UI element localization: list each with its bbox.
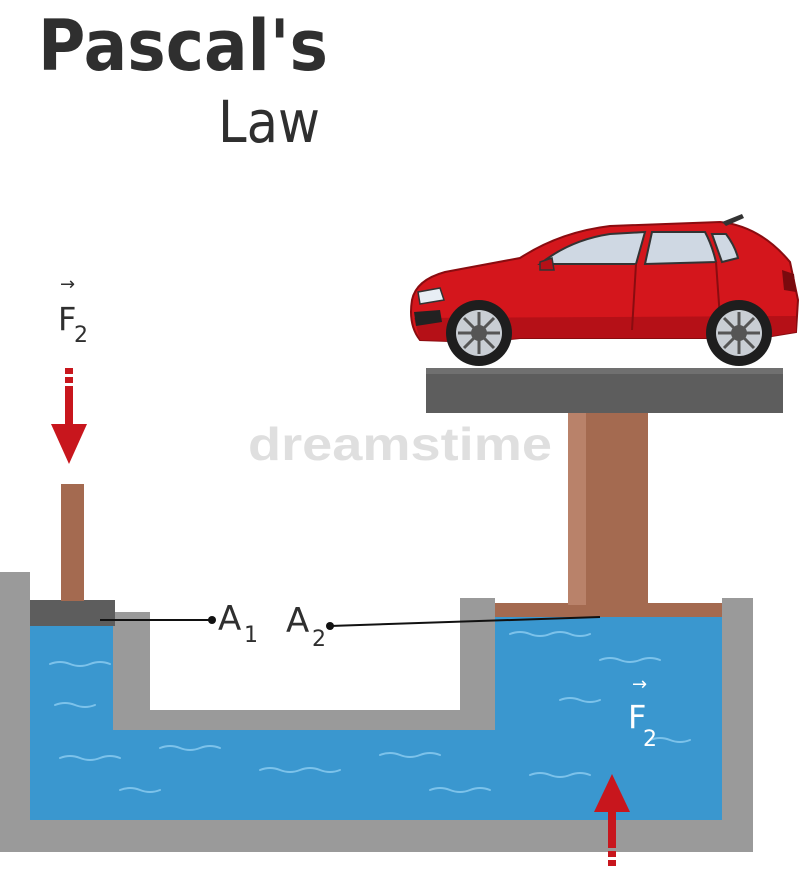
- force-label-small-arrow: →: [60, 274, 75, 295]
- red-hatchback-car-icon: [410, 214, 800, 366]
- small-piston: [30, 484, 115, 626]
- area-label-a2: A 2: [286, 601, 326, 652]
- area-label-a1: A 1: [218, 599, 258, 648]
- container: [0, 572, 753, 852]
- title-pascals: Pascal's: [38, 5, 328, 87]
- small-piston-rod: [61, 484, 84, 601]
- force-label-large-symbol: F: [628, 698, 646, 736]
- force-label-large: → F 2: [628, 674, 657, 752]
- lift-platform: [426, 368, 783, 413]
- area-label-a2-symbol: A: [286, 601, 309, 641]
- title-law: Law: [218, 88, 320, 156]
- area-leaders: [100, 616, 601, 627]
- car-rear-wheel: [706, 300, 772, 366]
- force-label-large-arrow: →: [632, 674, 647, 695]
- force-arrow-down: [51, 368, 87, 464]
- force-label-small: → F 2: [58, 274, 88, 348]
- car-front-wheel: [446, 300, 512, 366]
- watermark: dreamstime: [248, 418, 552, 470]
- small-piston-head: [30, 600, 115, 626]
- area-label-a1-subscript: 1: [244, 623, 258, 648]
- hydraulic-fluid: [30, 616, 722, 820]
- force-label-small-subscript: 2: [74, 323, 88, 348]
- area-label-a2-subscript: 2: [312, 627, 326, 652]
- force-label-small-symbol: F: [58, 300, 76, 338]
- area-label-a1-symbol: A: [218, 599, 241, 639]
- force-arrow-up: [594, 774, 630, 866]
- large-piston-head: [495, 603, 722, 617]
- large-piston: [426, 368, 783, 617]
- force-label-large-subscript: 2: [643, 727, 657, 752]
